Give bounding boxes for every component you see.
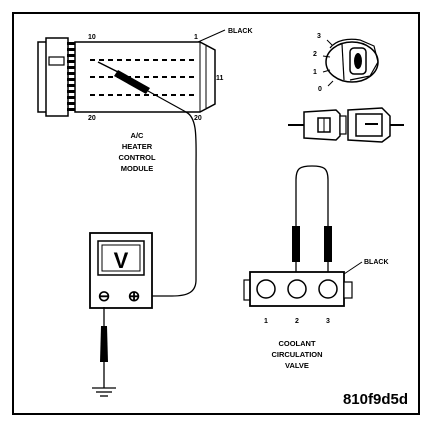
ignition-position-2: 2 [313,51,317,58]
voltmeter-display: V [114,248,129,273]
figure-code: 810f9d5d [343,391,408,408]
ground-symbol [92,387,116,397]
valve-pin-1: 1 [264,318,268,325]
connector-wire-color: BLACK [228,28,253,35]
pin-label-20-right: 20 [194,115,202,122]
valve-label-line-2: CIRCULATION [271,350,322,359]
valve-connector [243,261,363,307]
pin-label-1: 1 [194,34,198,41]
diagram-border [12,12,420,415]
pin-label-10: 10 [88,34,96,41]
module-label-line-1: A/C [131,131,145,140]
module-label-line-4: MODULE [121,164,154,173]
valve-label-line-3: VALVE [285,361,309,370]
ignition-position-3: 3 [317,33,321,40]
valve-pin-3: 3 [326,318,330,325]
module-label-line-2: HEATER [122,142,153,151]
ignition-position-1: 1 [313,69,317,76]
ignition-position-0: 0 [318,86,322,93]
meter-ground-lead [100,307,108,388]
jumper-wire-loop [295,165,329,228]
hvac-module-connector [37,29,226,117]
ignition-switch [322,38,379,87]
meter-positive-lead [140,111,197,297]
valve-label-line-1: COOLANT [278,339,315,348]
connector-probe [97,61,187,113]
voltmeter-positive-terminal: ⊕ [128,288,141,305]
voltmeter [89,232,153,309]
connector-pair [288,107,404,143]
valve-wire-color: BLACK [364,259,389,266]
pin-label-11: 11 [216,75,224,82]
module-label-line-3: CONTROL [118,153,155,162]
voltmeter-negative-terminal: ⊖ [98,288,111,305]
valve-pin-2: 2 [295,318,299,325]
pin-label-20-left: 20 [88,115,96,122]
